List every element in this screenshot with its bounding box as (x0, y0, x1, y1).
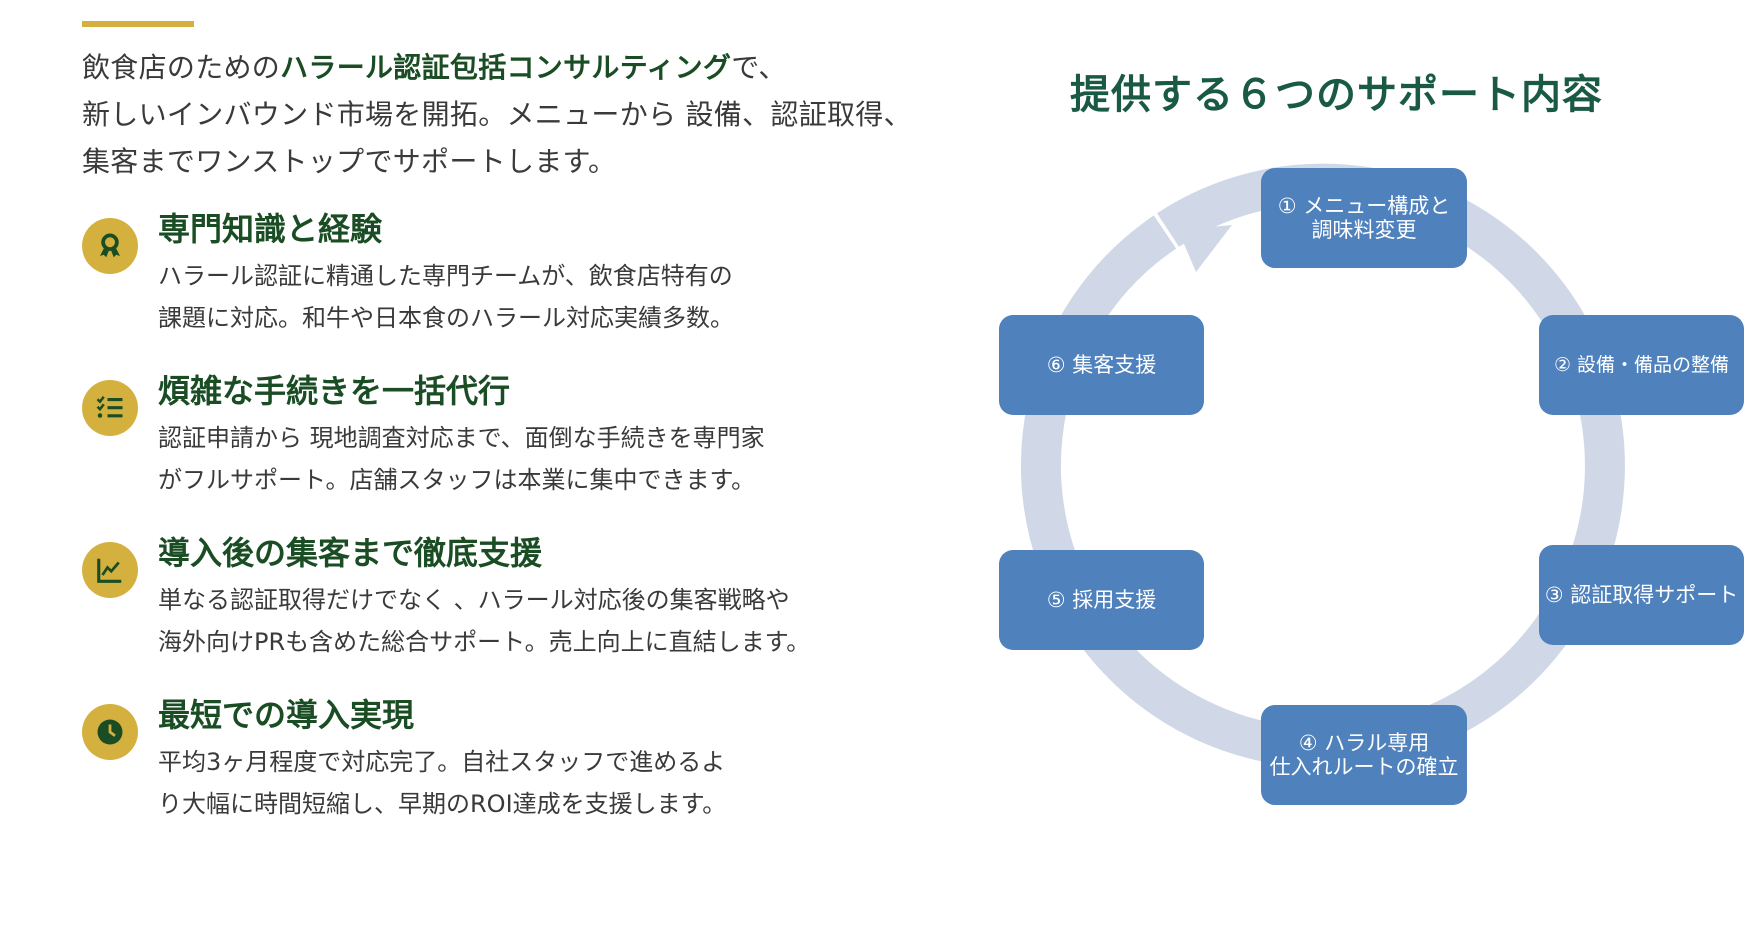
intro-line-2: 新しいインバウンド市場を開拓。メニューから 設備、認証取得、 (82, 98, 912, 131)
intro-text: 飲食店のための (82, 51, 281, 84)
feature-item: 専門知識と経験 ハラール認証に精通した専門チームが、飲食店特有の 課題に対応。和… (82, 205, 942, 367)
feature-desc-line: 認証申請から 現地調査対応まで、面倒な手続きを専門家 (158, 424, 765, 452)
feature-item: 最短での導入実現 平均3ヶ月程度で対応完了。自社スタッフで進めるよ り大幅に時間… (82, 691, 942, 853)
feature-desc-line: 平均3ヶ月程度で対応完了。自社スタッフで進めるよ (158, 748, 726, 776)
feature-desc-line: ハラール認証に精通した専門チームが、飲食店特有の (158, 262, 733, 290)
chart-line-icon (82, 542, 138, 598)
award-icon (82, 218, 138, 274)
feature-desc-line: 海外向けPRも含めた総合サポート。売上向上に直結します。 (158, 628, 811, 656)
feature-item: 煩雑な手続きを一括代行 認証申請から 現地調査対応まで、面倒な手続きを専門家 が… (82, 367, 942, 529)
step-node-6: ⑥ 集客支援 (999, 315, 1204, 415)
feature-title: 煩雑な手続きを一括代行 (158, 372, 511, 410)
feature-description: 認証申請から 現地調査対応まで、面倒な手続きを専門家 がフルサポート。店舗スタッ… (158, 417, 938, 501)
cycle-arrowhead (1178, 225, 1232, 272)
step-label: ② 設備・備品の整備 (1553, 354, 1730, 376)
feature-description: 単なる認証取得だけでなく 、ハラール対応後の集客戦略や 海外向けPRも含めた総合… (158, 579, 938, 663)
feature-desc-line: り大幅に時間短縮し、早期のROI達成を支援します。 (158, 790, 727, 818)
step-label: ④ ハラル専用 (1298, 731, 1430, 755)
step-label: ① メニュー構成と (1277, 194, 1451, 218)
intro-paragraph: 飲食店のためのハラール認証包括コンサルティングで、 新しいインバウンド市場を開拓… (82, 44, 1022, 185)
intro-text: で、 (731, 51, 787, 84)
step-node-4: ④ ハラル専用 仕入れルートの確立 (1261, 705, 1467, 805)
feature-description: ハラール認証に精通した専門チームが、飲食店特有の 課題に対応。和牛や日本食のハラ… (158, 255, 938, 339)
feature-title: 導入後の集客まで徹底支援 (158, 534, 543, 572)
feature-title: 専門知識と経験 (158, 210, 383, 248)
step-node-3: ③ 認証取得サポート (1539, 545, 1744, 645)
step-label: ⑥ 集客支援 (1046, 353, 1157, 377)
cycle-ring (1020, 163, 1625, 768)
diagram-title: 提供する６つのサポート内容 (1070, 72, 1603, 118)
step-label: 調味料変更 (1311, 218, 1417, 242)
step-node-2: ② 設備・備品の整備 (1539, 315, 1744, 415)
feature-desc-line: がフルサポート。店舗スタッフは本業に集中できます。 (158, 466, 756, 494)
checklist-icon (82, 380, 138, 436)
feature-item: 導入後の集客まで徹底支援 単なる認証取得だけでなく 、ハラール対応後の集客戦略や… (82, 529, 942, 691)
feature-list: 専門知識と経験 ハラール認証に精通した専門チームが、飲食店特有の 課題に対応。和… (82, 205, 942, 853)
clock-icon (82, 704, 138, 760)
accent-bar (82, 21, 194, 27)
intro-line-3: 集客までワンストップでサポートします。 (82, 145, 617, 178)
feature-description: 平均3ヶ月程度で対応完了。自社スタッフで進めるよ り大幅に時間短縮し、早期のRO… (158, 741, 938, 825)
feature-desc-line: 単なる認証取得だけでなく 、ハラール対応後の集客戦略や (158, 586, 790, 614)
intro-highlight: ハラール認証包括コンサルティング (280, 51, 732, 84)
step-node-1: ① メニュー構成と 調味料変更 (1261, 168, 1467, 268)
feature-title: 最短での導入実現 (158, 696, 415, 734)
step-label: ③ 認証取得サポート (1544, 583, 1739, 607)
feature-desc-line: 課題に対応。和牛や日本食のハラール対応実績多数。 (158, 304, 734, 332)
step-label: ⑤ 採用支援 (1046, 588, 1157, 612)
step-label: 仕入れルートの確立 (1269, 755, 1459, 779)
step-node-5: ⑤ 採用支援 (999, 550, 1204, 650)
